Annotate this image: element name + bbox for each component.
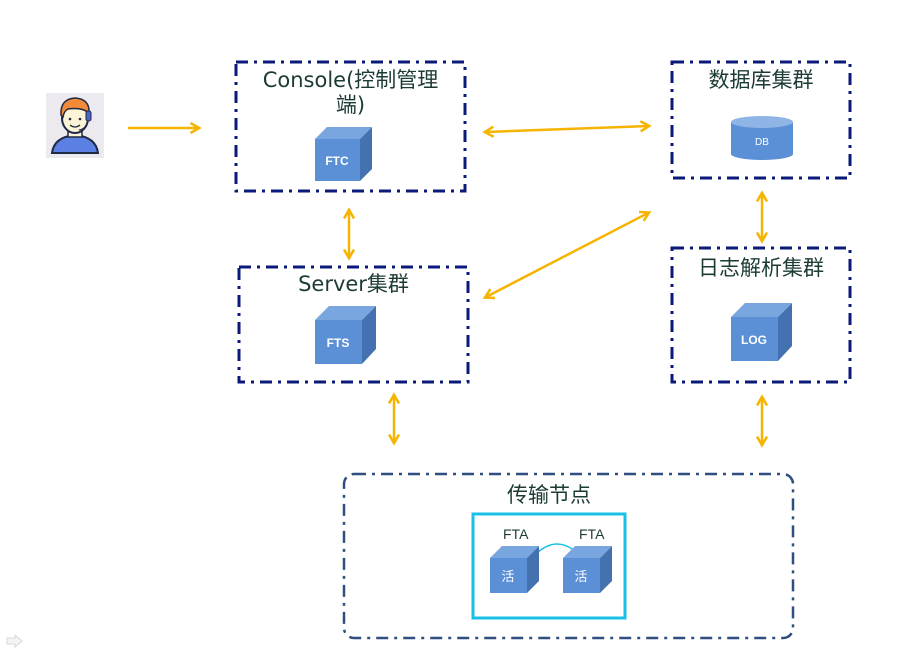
fts-cube: FTS	[315, 306, 376, 364]
fta-2-status: 活	[574, 570, 587, 585]
fta-1-status: 活	[501, 570, 514, 585]
transfer-node-box	[342, 472, 795, 640]
server-cluster-box	[237, 265, 470, 384]
log-cube: LOG	[731, 303, 792, 361]
support-agent-icon	[50, 97, 100, 154]
fta-cube-1: 活	[490, 546, 539, 593]
database-cluster-box	[670, 60, 852, 180]
log-label: LOG	[741, 333, 767, 347]
fta-2-name: FTA	[579, 526, 605, 542]
console-title: Console(控制管理 端)	[236, 68, 465, 118]
console-database-arrow	[482, 120, 652, 138]
database-title: 数据库集群	[708, 68, 814, 92]
fts-label: FTS	[327, 336, 350, 350]
next-arrow-icon[interactable]	[6, 634, 24, 648]
ftc-cube: FTC	[315, 127, 372, 181]
db-label: DB	[755, 137, 769, 148]
user-avatar	[46, 93, 104, 158]
console-title-line1: Console(控制管理	[262, 68, 439, 92]
log-title: 日志解析集群	[698, 256, 824, 280]
fta-link-arc	[536, 543, 576, 554]
console-cluster-box	[234, 60, 467, 193]
server-database-arrow	[482, 210, 652, 300]
fta-1-name: FTA	[503, 526, 529, 542]
server-title: Server集群	[298, 272, 409, 296]
log-cluster-box	[670, 246, 852, 384]
fta-cube-2: 活	[563, 546, 612, 593]
ftc-label: FTC	[325, 154, 349, 168]
db-cylinder: DB	[731, 116, 793, 160]
fta-group-box	[471, 512, 627, 620]
transfer-title: 传输节点	[507, 483, 591, 507]
console-title-line2: 端)	[335, 93, 366, 117]
